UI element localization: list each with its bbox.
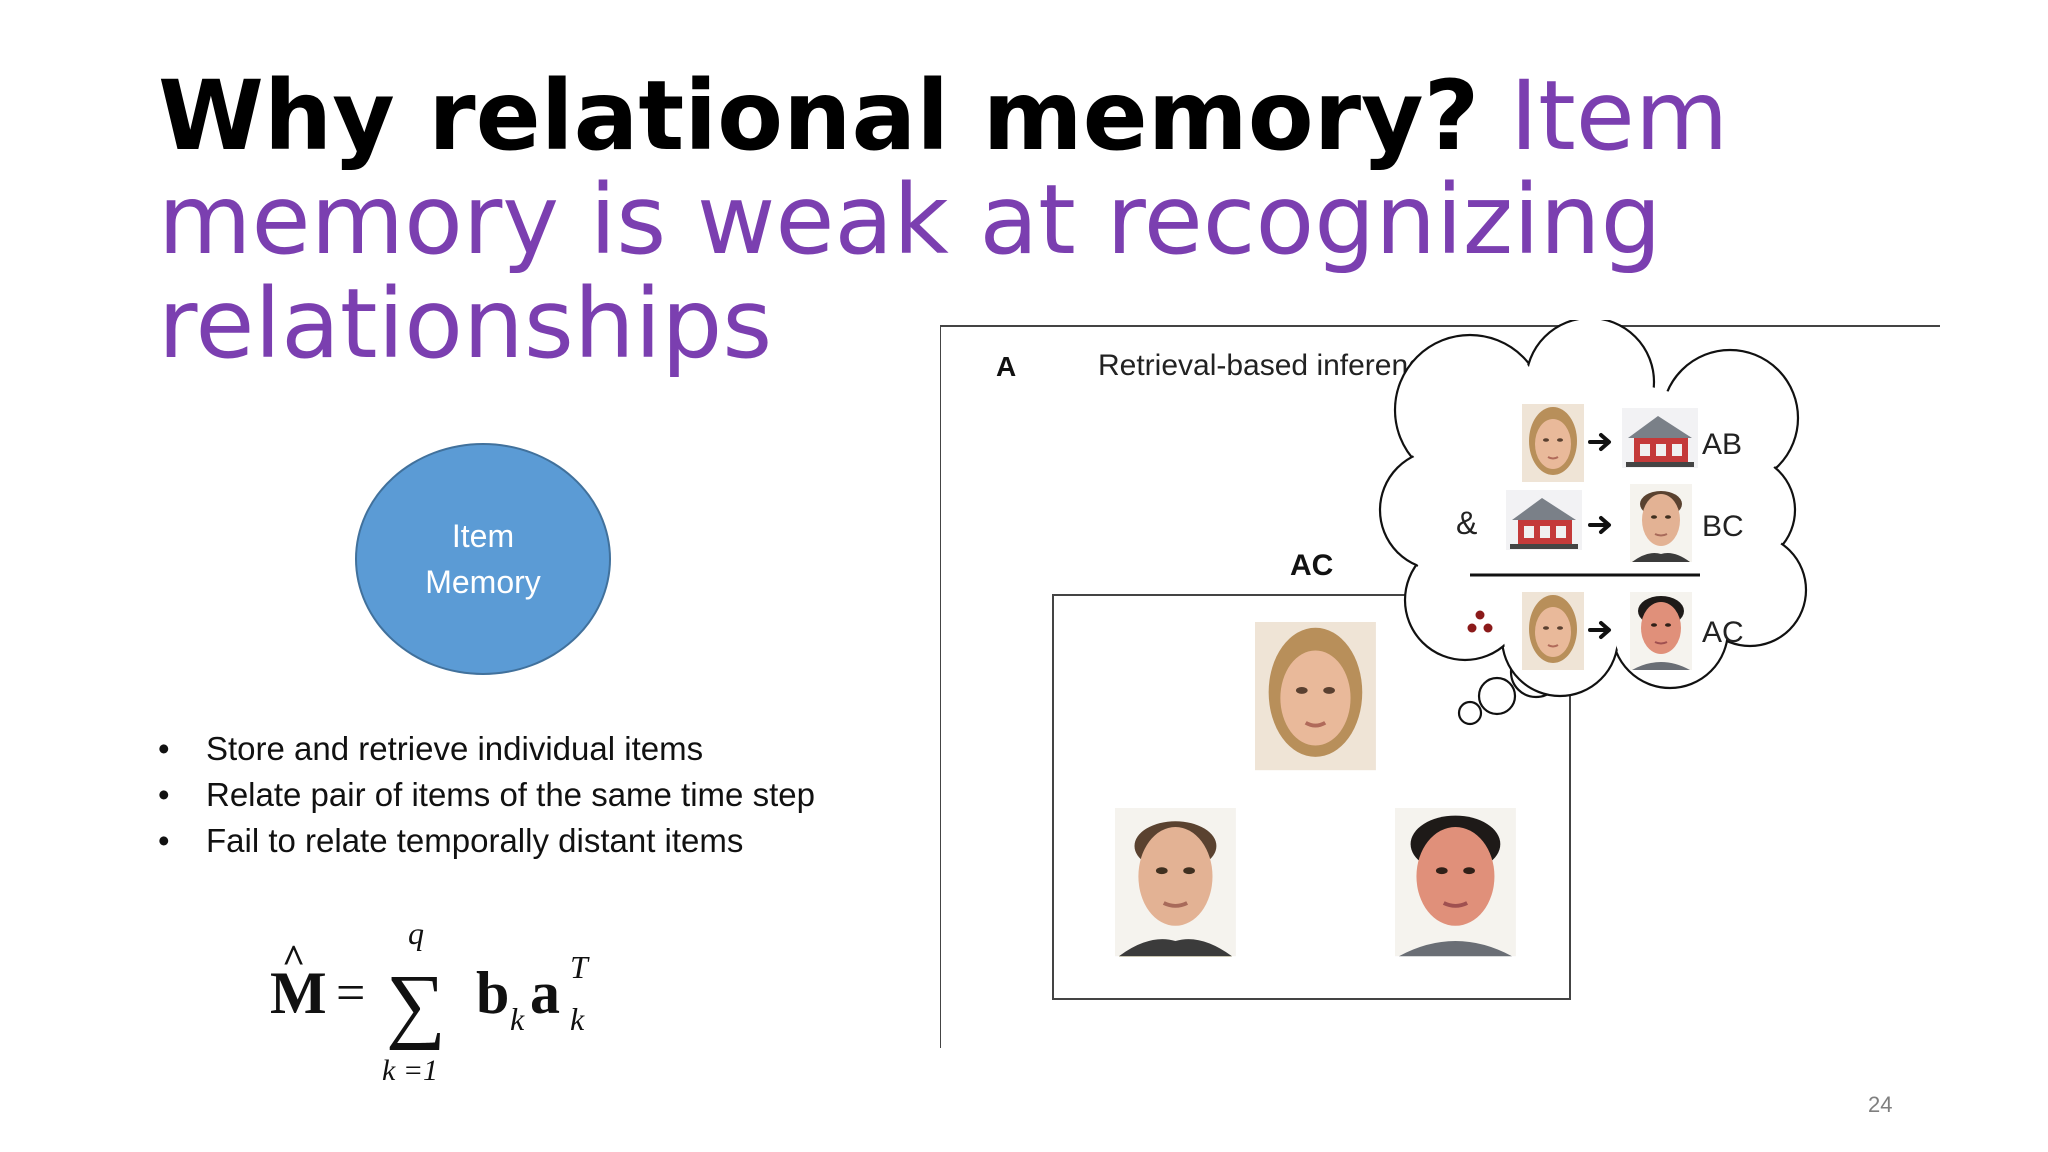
formula-upper-limit: q [408, 920, 424, 951]
bullet-text: Fail to relate temporally distant items [206, 822, 744, 859]
retrieval-inference-figure: A Retrieval-based inference AC [940, 320, 1940, 1048]
face-photo [1521, 591, 1585, 671]
panel-label: A [996, 351, 1016, 382]
bullet-text: Store and retrieve individual items [206, 730, 704, 767]
house-photo [1506, 490, 1582, 550]
formula-M: M [270, 960, 327, 1026]
matrix-sum-formula: M ^ = q ∑ k =1 b k a k T [270, 920, 590, 1087]
face-photo [1521, 403, 1585, 483]
bullet-dot: • [158, 776, 170, 813]
house-photo [1622, 408, 1698, 468]
ellipse-line-1: Item [451, 518, 515, 554]
face-photo [1113, 806, 1238, 959]
formula-lower-limit: k =1 [382, 1054, 438, 1087]
formula-sub-k2: k [570, 1001, 585, 1037]
formula-b: b [476, 960, 509, 1026]
formula-equals: = [336, 965, 365, 1022]
row-ab-label: AB [1702, 428, 1742, 461]
formula-sub-k1: k [510, 1001, 525, 1037]
bullet-dot: • [158, 730, 170, 767]
box-label: AC [1290, 549, 1333, 582]
formula-hat: ^ [282, 936, 305, 981]
title-bold: Why relational memory? [158, 60, 1480, 172]
row-bc-prefix: & [1456, 505, 1477, 541]
bullet-dot: • [158, 822, 170, 859]
face-photo [1253, 620, 1378, 773]
slide-title: Why relational memory? Item memory is we… [158, 64, 1938, 376]
therefore-icon [1467, 610, 1493, 633]
face-photo [1629, 591, 1693, 671]
title-accent-2: is weak at recognizing relationships [158, 164, 1662, 380]
face-photo [1629, 483, 1693, 563]
bullet-item: • Relate pair of items of the same time s… [158, 772, 815, 818]
title-accent-1: Item memory [158, 60, 1729, 276]
row-bc-label: BC [1702, 510, 1744, 543]
face-photo [1393, 806, 1518, 959]
formula-a: a [530, 960, 560, 1026]
bullet-item: • Store and retrieve individual items [158, 726, 815, 772]
formula-sum: ∑ [386, 958, 446, 1051]
ellipse-line-2: Memory [425, 564, 541, 600]
bullet-item: • Fail to relate temporally distant items [158, 818, 815, 864]
formula-sup-T: T [570, 949, 590, 985]
bullet-list: • Store and retrieve individual items • Re… [158, 726, 815, 864]
bullet-text: Relate pair of items of the same time st… [206, 776, 815, 813]
panel-title: Retrieval-based inference [1098, 349, 1440, 382]
row-ac-label: AC [1702, 616, 1744, 649]
page-number: 24 [1868, 1092, 1893, 1117]
